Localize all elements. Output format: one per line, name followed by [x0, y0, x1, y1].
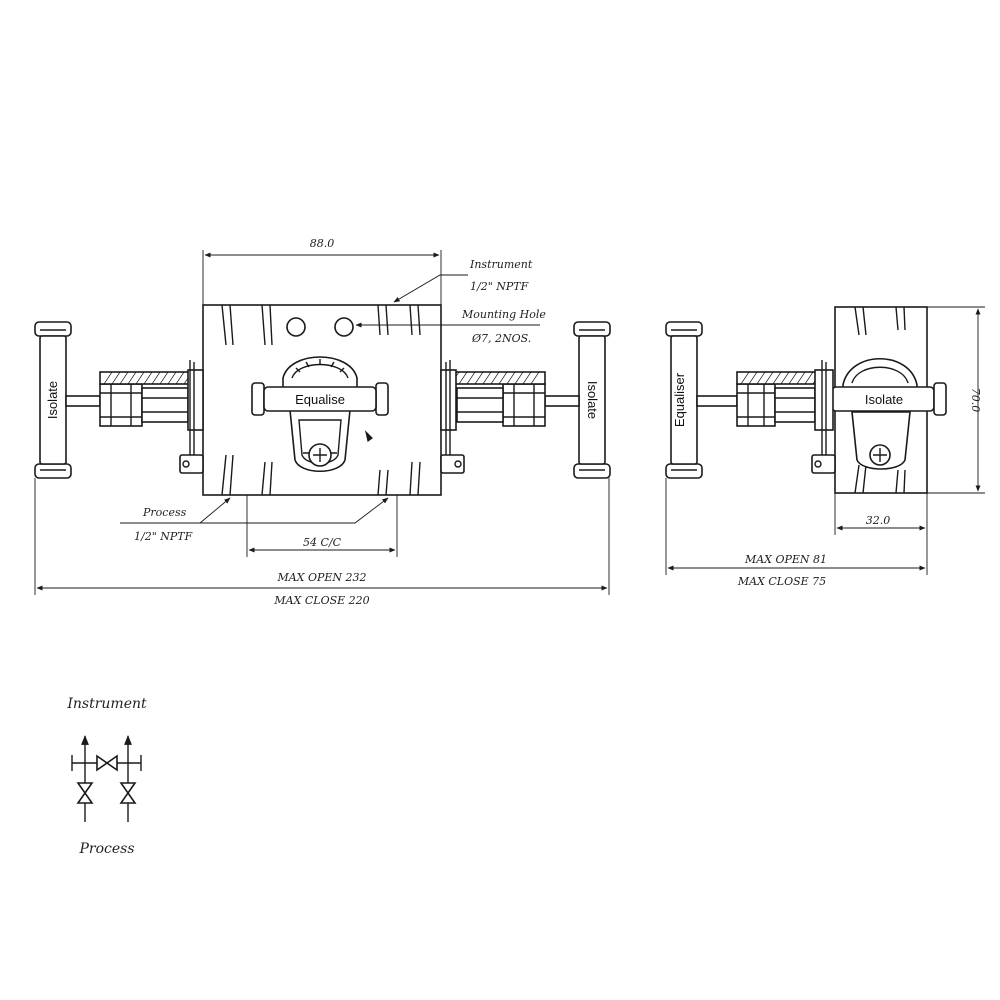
max-open-81-text: MAX OPEN 81 [744, 553, 827, 566]
side-equaliser-handle[interactable]: Equaliser [665, 321, 703, 479]
left-isolate-label: Isolate [45, 381, 60, 419]
instrument-label: Instrument [469, 258, 533, 271]
right-isolate-label: Isolate [585, 381, 600, 419]
mounting-hole-right [334, 317, 354, 337]
process-thread: 1/2" NPTF [134, 530, 193, 543]
top-ports [221, 304, 421, 346]
schematic-process-label: Process [78, 841, 134, 857]
process-label: Process [142, 506, 187, 519]
equalise-label: Equalise [295, 392, 345, 407]
dim-max-232-220: MAX OPEN 232 MAX CLOSE 220 [34, 478, 610, 607]
schematic-isolate-valve-left [76, 782, 94, 804]
max-close-220-text: MAX CLOSE 220 [273, 594, 369, 607]
dim-88-text: 88.0 [310, 237, 335, 250]
instrument-callout: Instrument 1/2" NPTF [393, 258, 533, 303]
dim-32-text: 32.0 [866, 514, 891, 527]
dim-70-text: 70.0 [969, 388, 982, 413]
side-isolate-handle[interactable]: Isolate [831, 382, 947, 416]
mounting-hole-left [286, 317, 306, 337]
left-isolate-handle[interactable]: Isolate [34, 321, 72, 479]
dim-cc-54: 54 C/C [246, 495, 398, 557]
dim-max-81-75: MAX OPEN 81 MAX CLOSE 75 [665, 478, 928, 588]
right-valve-stem [440, 360, 580, 474]
dim-width-88: 88.0 [202, 237, 442, 305]
bottom-ports [221, 454, 421, 496]
schematic-instrument-label: Instrument [66, 696, 147, 712]
dim-height-70: 70.0 [927, 306, 985, 494]
flow-schematic: Instrument Process [66, 696, 147, 857]
instrument-thread: 1/2" NPTF [470, 280, 529, 293]
right-isolate-handle[interactable]: Isolate [573, 321, 611, 479]
side-valve-stem [696, 360, 836, 474]
equalise-bonnet [282, 356, 358, 472]
mounting-hole-spec: Ø7, 2NOS. [471, 332, 531, 345]
side-view: Isolate Equaliser 70. [665, 306, 985, 588]
dim-54-text: 54 C/C [303, 536, 342, 549]
max-close-75-text: MAX CLOSE 75 [737, 575, 826, 588]
dim-width-32: 32.0 [834, 493, 928, 535]
front-view: Equalise Isolate [34, 237, 611, 607]
schematic-isolate-valve-right [119, 782, 137, 804]
process-callout: Process 1/2" NPTF [120, 497, 389, 543]
mounting-hole-label: Mounting Hole [461, 308, 546, 321]
schematic-equalise-valve [96, 754, 118, 772]
left-valve-stem [65, 360, 204, 474]
side-isolate-label: Isolate [865, 392, 903, 407]
side-equaliser-label: Equaliser [672, 372, 687, 427]
equalise-handle[interactable]: Equalise [251, 382, 389, 416]
mounting-hole-callout: Mounting Hole Ø7, 2NOS. [355, 308, 546, 345]
max-open-232-text: MAX OPEN 232 [276, 571, 366, 584]
